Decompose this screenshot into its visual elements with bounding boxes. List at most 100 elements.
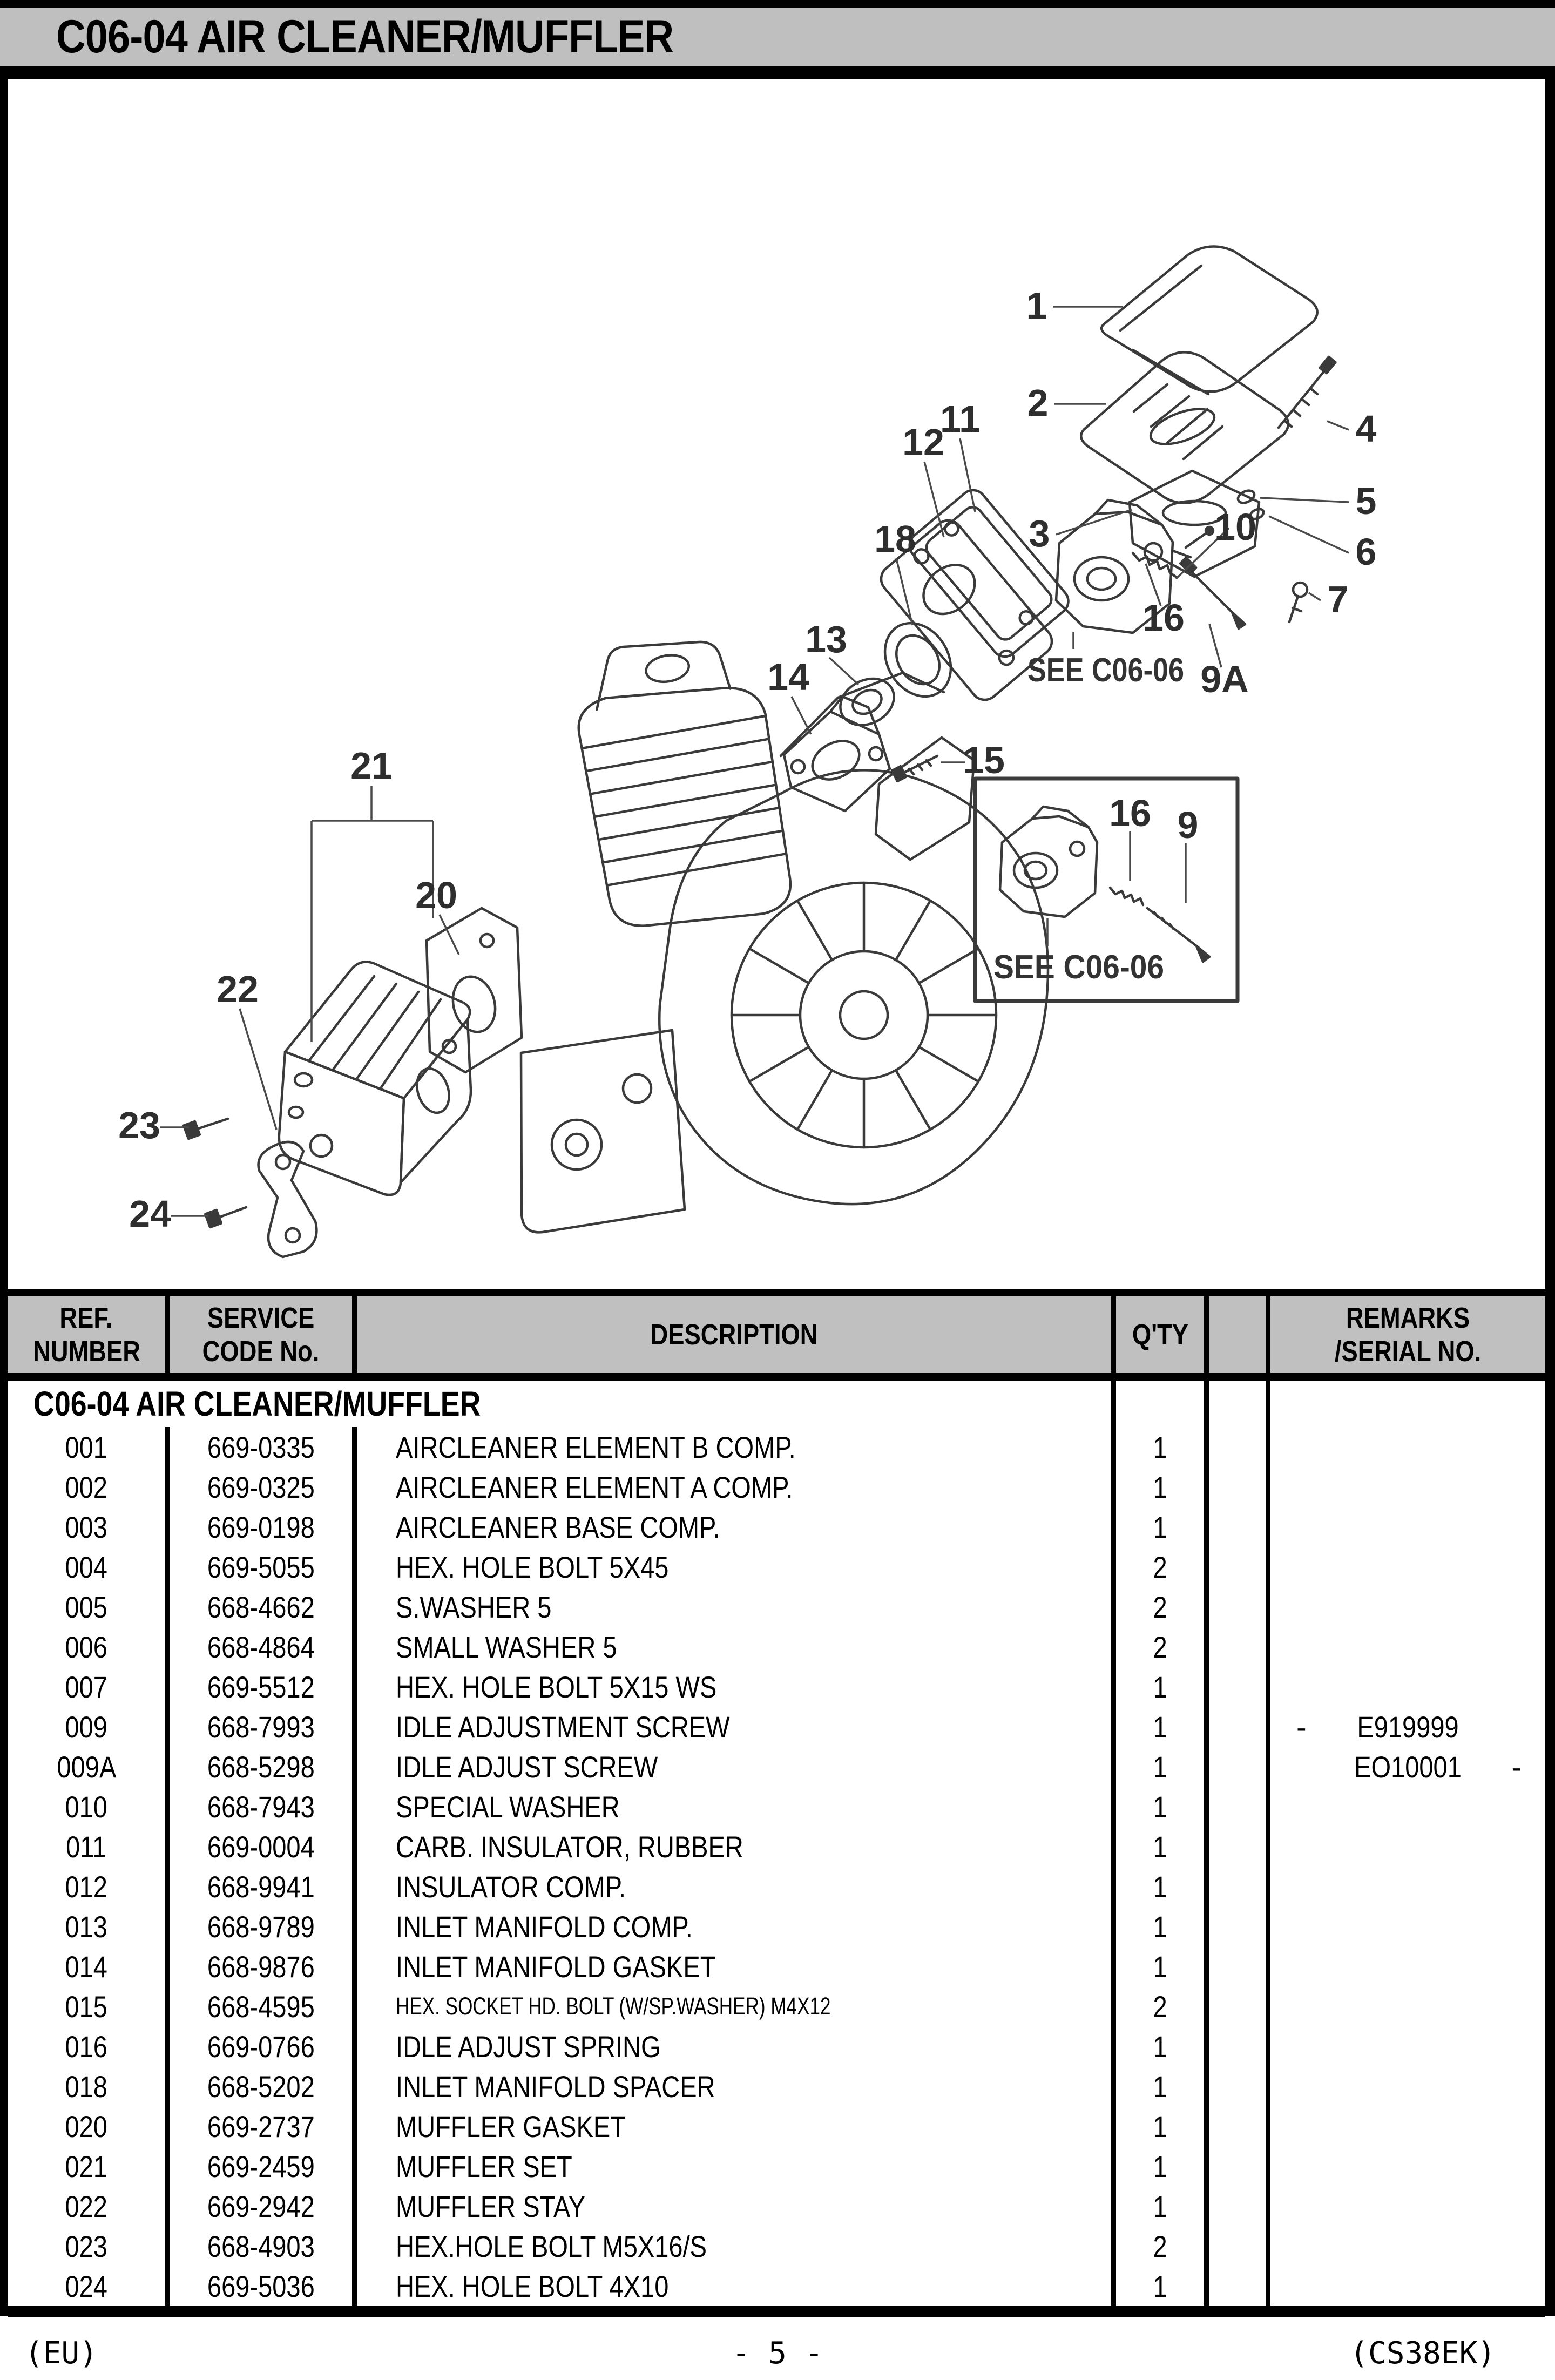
table-row: 020 669-2737 MUFFLER GASKET 1 <box>8 2106 1545 2146</box>
header-qty: Q'TY <box>1111 1296 1204 1373</box>
cell-service-code: 668-4903 <box>165 2226 352 2266</box>
cell-service-code: 668-7943 <box>165 1787 352 1827</box>
cell-ref-number: 009 <box>65 1709 108 1744</box>
table-row: 012 668-9941 INSULATOR COMP. 1 <box>8 1867 1545 1906</box>
cell-qty: 1 <box>1111 1467 1204 1507</box>
footer-page-number: - 5 - <box>732 2335 823 2371</box>
cell-service-code: 668-9876 <box>165 1946 352 1986</box>
cell-ref-number: 006 <box>65 1630 108 1664</box>
table-row: 015 668-4595 HEX. SOCKET HD. BOLT (W/SP.… <box>8 1986 1545 2026</box>
section-remarks-cell <box>1266 1381 1545 1427</box>
header-blank <box>1204 1296 1266 1373</box>
inset-box <box>973 776 1240 1003</box>
table-row: 004 669-5055 HEX. HOLE BOLT 5X45 2 <box>8 1547 1545 1587</box>
cell-description: HEX. SOCKET HD. BOLT (W/SP.WASHER) M4X12 <box>352 1986 1111 2026</box>
cell-qty: 1 <box>1111 1946 1204 1986</box>
cell-blank <box>1204 1787 1266 1827</box>
cell-ref-number: 009A <box>57 1749 116 1784</box>
cell-qty: 1 <box>1111 2026 1204 2066</box>
cell-qty: 1 <box>1111 2146 1204 2186</box>
callout-6: 6 <box>1356 531 1377 573</box>
cell-blank <box>1204 2266 1266 2306</box>
cell-description: MUFFLER GASKET <box>352 2106 1111 2146</box>
table-row: 009 668-7993 IDLE ADJUSTMENT SCREW 1 - E… <box>8 1707 1545 1747</box>
cell-remarks <box>1266 1667 1545 1707</box>
cell-description: AIRCLEANER ELEMENT B COMP. <box>352 1427 1111 1467</box>
table-section-row: C06-04 AIR CLEANER/MUFFLER <box>8 1381 1545 1427</box>
cell-ref-number: 001 <box>65 1430 108 1464</box>
footer-model: (CS38EK) <box>1350 2335 1496 2371</box>
cell-description: INLET MANIFOLD SPACER <box>352 2066 1111 2106</box>
cell-qty: 1 <box>1111 1906 1204 1946</box>
exploded-parts-diagram: 1 2 3 4 5 6 7 10 11 12 13 14 15 16 9A 18… <box>118 245 1377 1259</box>
table-row: 009A 668-5298 IDLE ADJUST SCREW 1 EO1000… <box>8 1747 1545 1787</box>
cell-description: AIRCLEANER ELEMENT A COMP. <box>352 1467 1111 1507</box>
cell-qty: 1 <box>1111 1707 1204 1747</box>
cell-blank <box>1204 2226 1266 2266</box>
bolt-4-part <box>1277 355 1337 429</box>
cell-qty: 1 <box>1111 1667 1204 1707</box>
cell-description: MUFFLER SET <box>352 2146 1111 2186</box>
cell-description: INLET MANIFOLD GASKET <box>352 1946 1111 1986</box>
cell-remarks <box>1266 2066 1545 2106</box>
idle-screw-part <box>1179 556 1247 630</box>
header-remarks-line1: REMARKS <box>1346 1302 1470 1334</box>
cell-qty: 2 <box>1111 1587 1204 1627</box>
cell-service-code: 669-0766 <box>165 2026 352 2066</box>
cell-blank <box>1204 1827 1266 1867</box>
header-description: DESCRIPTION <box>352 1296 1111 1373</box>
cell-remarks <box>1266 2106 1545 2146</box>
table-row: 005 668-4662 S.WASHER 5 2 <box>8 1587 1545 1627</box>
callout-24: 24 <box>129 1193 171 1235</box>
cell-service-code: 669-5036 <box>165 2266 352 2306</box>
table-row: 011 669-0004 CARB. INSULATOR, RUBBER 1 <box>8 1827 1545 1867</box>
table-header-bottom-border <box>8 1373 1545 1381</box>
cell-qty: 1 <box>1111 1827 1204 1867</box>
cell-blank <box>1204 2146 1266 2186</box>
header-service-code: SERVICE CODE No. <box>165 1296 352 1373</box>
cell-service-code: 669-5512 <box>165 1667 352 1707</box>
cell-ref-number: 014 <box>65 1949 108 1984</box>
cell-description: INLET MANIFOLD COMP. <box>352 1906 1111 1946</box>
table-bottom-border <box>8 2306 1545 2317</box>
cell-blank <box>1204 2066 1266 2106</box>
cell-qty: 1 <box>1111 2186 1204 2226</box>
cell-blank <box>1204 1587 1266 1627</box>
cell-description: IDLE ADJUSTMENT SCREW <box>352 1707 1111 1747</box>
callout-9-inset: 9 <box>1178 804 1199 846</box>
cell-ref-number: 002 <box>65 1470 108 1504</box>
section-qty-cell <box>1111 1381 1204 1427</box>
see-ref-inset: SEE C06-06 <box>993 949 1164 986</box>
table-row: 003 669-0198 AIRCLEANER BASE COMP. 1 <box>8 1507 1545 1547</box>
cell-ref-number: 018 <box>65 2069 108 2104</box>
cell-service-code: 668-7993 <box>165 1707 352 1747</box>
table-row: 007 669-5512 HEX. HOLE BOLT 5X15 WS 1 <box>8 1667 1545 1707</box>
table-row: 014 668-9876 INLET MANIFOLD GASKET 1 <box>8 1946 1545 1986</box>
cell-remarks <box>1266 1986 1545 2026</box>
page-body-frame <box>0 79 1555 2316</box>
cell-description: MUFFLER STAY <box>352 2186 1111 2226</box>
cell-blank <box>1204 1946 1266 1986</box>
cell-service-code: 669-5055 <box>165 1547 352 1587</box>
cell-qty: 1 <box>1111 1747 1204 1787</box>
bolt-23-part <box>182 1117 229 1140</box>
header-remarks-line2: /SERIAL NO. <box>1334 1335 1482 1368</box>
callout-16: 16 <box>1142 597 1185 639</box>
special-washer-part <box>1184 525 1215 549</box>
table-top-border <box>8 1289 1545 1296</box>
cell-blank <box>1204 2186 1266 2226</box>
callout-12: 12 <box>902 421 944 463</box>
cell-ref-number: 016 <box>65 2029 108 2064</box>
cell-remarks <box>1266 1627 1545 1667</box>
remark-range-end-dash: - <box>1511 1749 1522 1784</box>
header-remarks: REMARKS /SERIAL NO. <box>1266 1296 1545 1373</box>
cell-service-code: 668-9941 <box>165 1867 352 1906</box>
cell-blank <box>1204 1867 1266 1906</box>
cell-ref-number: 023 <box>65 2229 108 2263</box>
cell-blank <box>1204 1467 1266 1507</box>
cell-qty: 1 <box>1111 1867 1204 1906</box>
cell-blank <box>1204 1906 1266 1946</box>
air-cleaner-cover-part <box>1100 245 1319 396</box>
washer-6-part <box>1249 508 1265 520</box>
cell-description: AIRCLEANER BASE COMP. <box>352 1507 1111 1547</box>
